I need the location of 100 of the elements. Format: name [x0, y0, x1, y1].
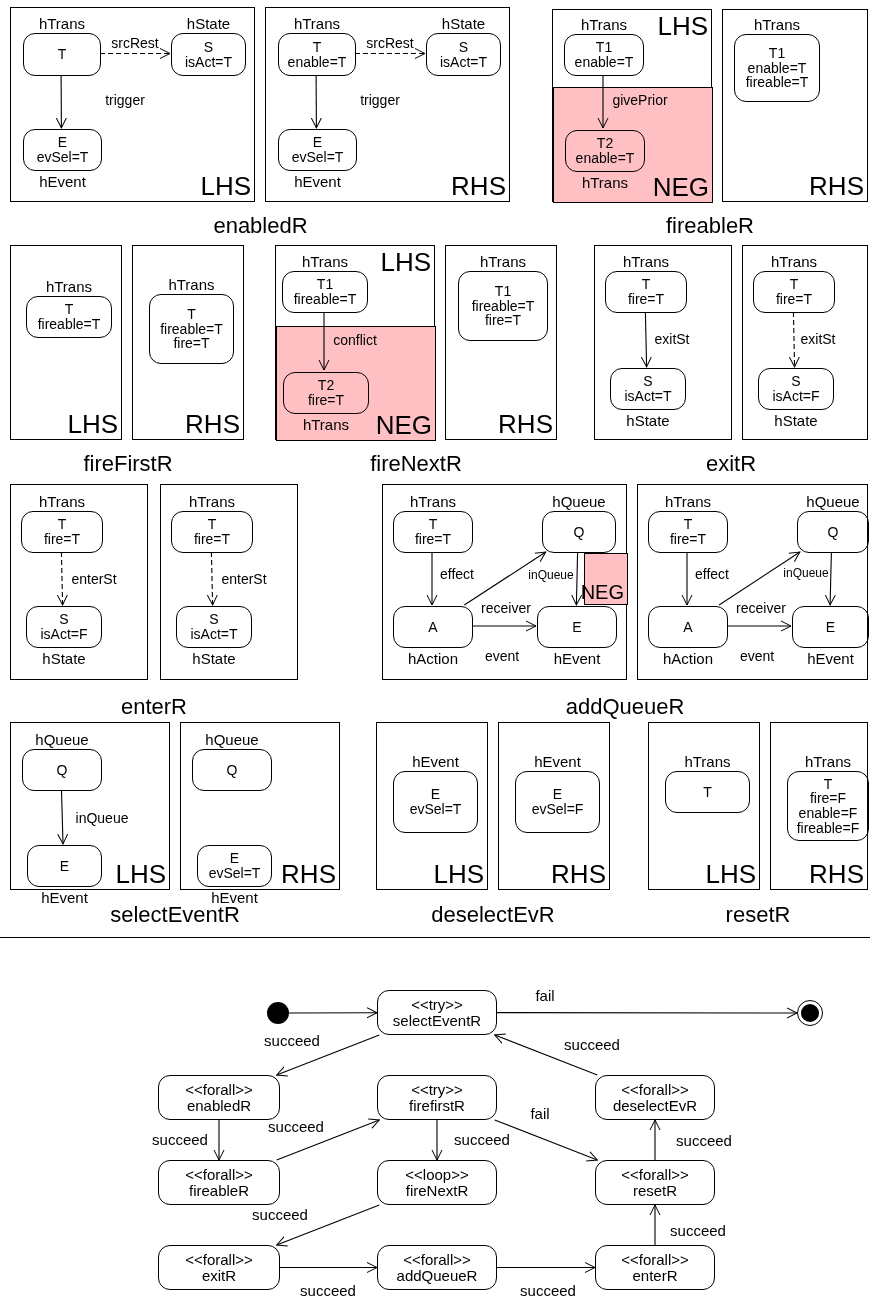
panel-label: LHS [115, 861, 166, 887]
object-name: T [63, 302, 75, 317]
edge-label: succeed [300, 1282, 356, 1298]
object-name: T [56, 517, 68, 532]
arrow [276, 1204, 380, 1247]
activity-name: fireNextR [405, 1182, 469, 1199]
object-name: T [311, 39, 323, 55]
rule-panel [594, 245, 732, 440]
edge-label: receiver [736, 601, 786, 615]
attribute-text: isAct=T [624, 389, 672, 404]
rule-name: fireFirstR [82, 453, 174, 475]
arrow [99, 48, 171, 59]
rule-panel [742, 245, 868, 440]
stereotype-text: <<forall>> [621, 1166, 689, 1183]
rule-name: fireNextR [369, 453, 463, 475]
type-label: hTrans [37, 16, 87, 31]
edge-label: inQueue [75, 811, 129, 825]
rule-panel [10, 7, 255, 202]
attribute-text: enable=T [287, 54, 347, 70]
attribute-text: fire=T [172, 336, 211, 352]
type-label: hEvent [38, 174, 87, 189]
rule-name: enterR [119, 696, 188, 718]
rule-name: exitR [704, 453, 758, 475]
object-name: T1 [594, 40, 614, 55]
edge-label: receiver [481, 601, 531, 615]
arrow [471, 620, 537, 632]
type-label: hTrans [683, 754, 732, 769]
type-label: hState [191, 651, 237, 666]
activity-box [158, 1075, 280, 1120]
object-name: E [572, 619, 582, 635]
object-name: T [186, 306, 197, 322]
type-label: hTrans [301, 417, 351, 432]
object-name: S [58, 612, 70, 627]
object-name: T [788, 277, 800, 292]
arrow [496, 1262, 596, 1273]
activity-name: addQueueR [396, 1267, 478, 1284]
rule-panel [10, 245, 122, 440]
attribute-text: evSel=T [208, 866, 261, 881]
activity-name: enabledR [185, 1097, 253, 1114]
edge-label: succeed [264, 1032, 320, 1048]
arrow [597, 74, 609, 129]
panel-label: RHS [498, 411, 553, 437]
edge-label: fail [530, 1105, 550, 1121]
edge-label: inQueue [783, 567, 829, 579]
activity-name: enterR [631, 1267, 679, 1284]
type-label: hQueue [551, 494, 607, 509]
rule-panel [770, 722, 868, 890]
object-name: Q [56, 762, 68, 778]
attribute-text: evSel=T [409, 802, 462, 817]
type-label: hEvent [40, 890, 89, 905]
arrow [681, 551, 693, 606]
arrow [279, 1262, 378, 1273]
arrow [310, 74, 322, 129]
type-label: hTrans [44, 279, 94, 294]
attribute-text: evSel=F [531, 802, 584, 817]
rule-name: deselectEvR [430, 904, 556, 926]
rule-panel [382, 484, 627, 680]
edge-label: srcRest [366, 36, 414, 50]
edge-label: event [484, 649, 520, 663]
object-name: S [208, 612, 220, 627]
initial-state [267, 1002, 289, 1024]
stereotype-text: <<forall>> [402, 1251, 472, 1268]
edge-label: exitSt [800, 332, 836, 346]
object-name: T [57, 47, 67, 62]
rule-panel [275, 245, 435, 440]
attribute-text: isAct=F [772, 389, 820, 404]
object-name: S [457, 39, 470, 55]
object-name: S [202, 39, 215, 55]
rule-name: selectEventR [109, 904, 240, 926]
edge-label: givePrior [612, 93, 668, 107]
stereotype-text: <<loop>> [405, 1166, 469, 1183]
type-label: hTrans [300, 254, 350, 269]
attribute-text: enable=T [746, 60, 808, 76]
edge-label: succeed [676, 1132, 732, 1148]
type-label: hEvent [806, 651, 855, 666]
rule-name: fireableR [664, 215, 755, 237]
edge-label: trigger [105, 93, 145, 107]
activity-box [377, 990, 497, 1035]
rule-name: enabledR [212, 215, 309, 237]
edge-label: succeed [564, 1036, 620, 1052]
object-name: A [428, 619, 438, 635]
arrow [649, 1119, 661, 1161]
panel-label: RHS [809, 861, 864, 887]
type-label: hQueue [204, 732, 260, 747]
arrow [788, 311, 800, 368]
object-name: E [551, 787, 564, 802]
object-name: Q [573, 524, 585, 540]
stereotype-text: <<forall>> [185, 1251, 253, 1268]
panel-label: LHS [433, 861, 484, 887]
attribute-text: fireable=F [796, 820, 860, 836]
arrow [276, 1034, 380, 1077]
object-name: A [683, 619, 693, 635]
object-name: T [703, 784, 712, 800]
rule-panel [445, 245, 557, 440]
attribute-text: fireable=T [160, 321, 223, 337]
type-label: hState [41, 651, 87, 666]
edge-label: event [739, 649, 775, 663]
object-name: T1 [315, 277, 335, 292]
attribute-text: fireable=T [293, 292, 357, 307]
panel-label: NEG [375, 412, 432, 438]
